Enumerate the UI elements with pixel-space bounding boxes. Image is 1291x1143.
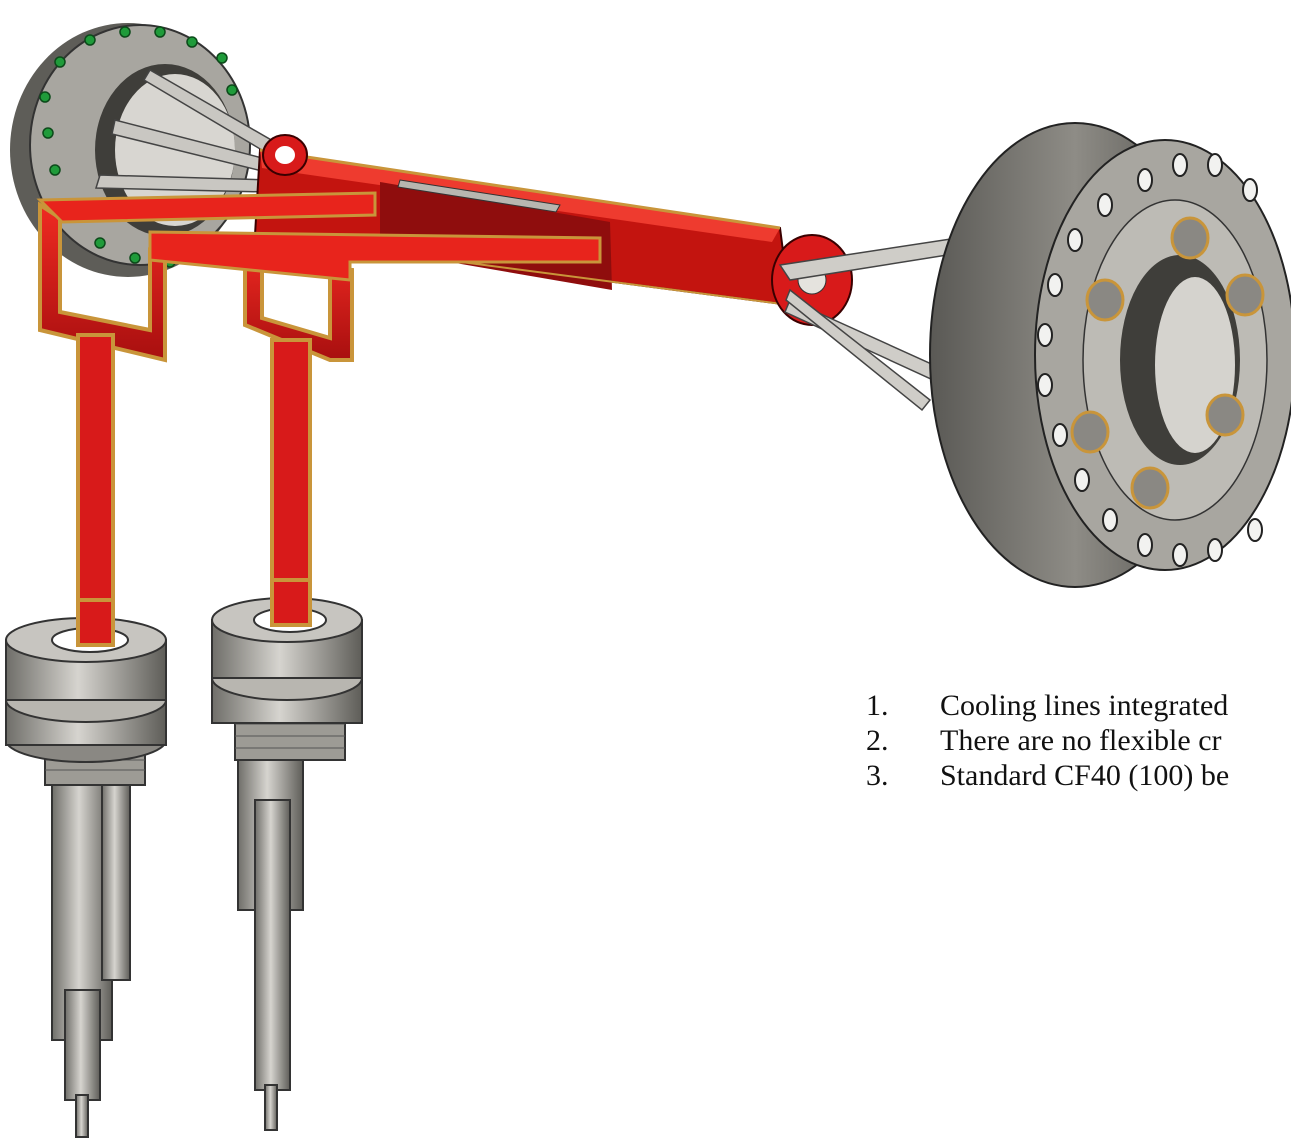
note-number: 2. — [866, 724, 889, 757]
note-text: Standard CF40 (100) be — [940, 759, 1230, 792]
left-feedthrough — [5, 598, 167, 1138]
note-item: 1. Cooling lines integrated — [866, 688, 1291, 723]
right-u-frame — [148, 230, 602, 632]
right-feedthrough — [211, 578, 363, 1131]
flange-bolt-holes — [1037, 153, 1263, 567]
flange-bolts — [1070, 216, 1265, 510]
note-item: 3. Standard CF40 (100) be — [866, 758, 1291, 793]
note-number: 3. — [866, 759, 889, 792]
note-number: 1. — [866, 689, 889, 722]
notes-list: 1. Cooling lines integrated 2. There are… — [866, 688, 1291, 793]
note-text: Cooling lines integrated — [940, 689, 1229, 722]
note-item: 2. There are no flexible cr — [866, 723, 1291, 758]
note-text: There are no flexible cr — [940, 724, 1222, 757]
right-flange — [778, 122, 1291, 588]
